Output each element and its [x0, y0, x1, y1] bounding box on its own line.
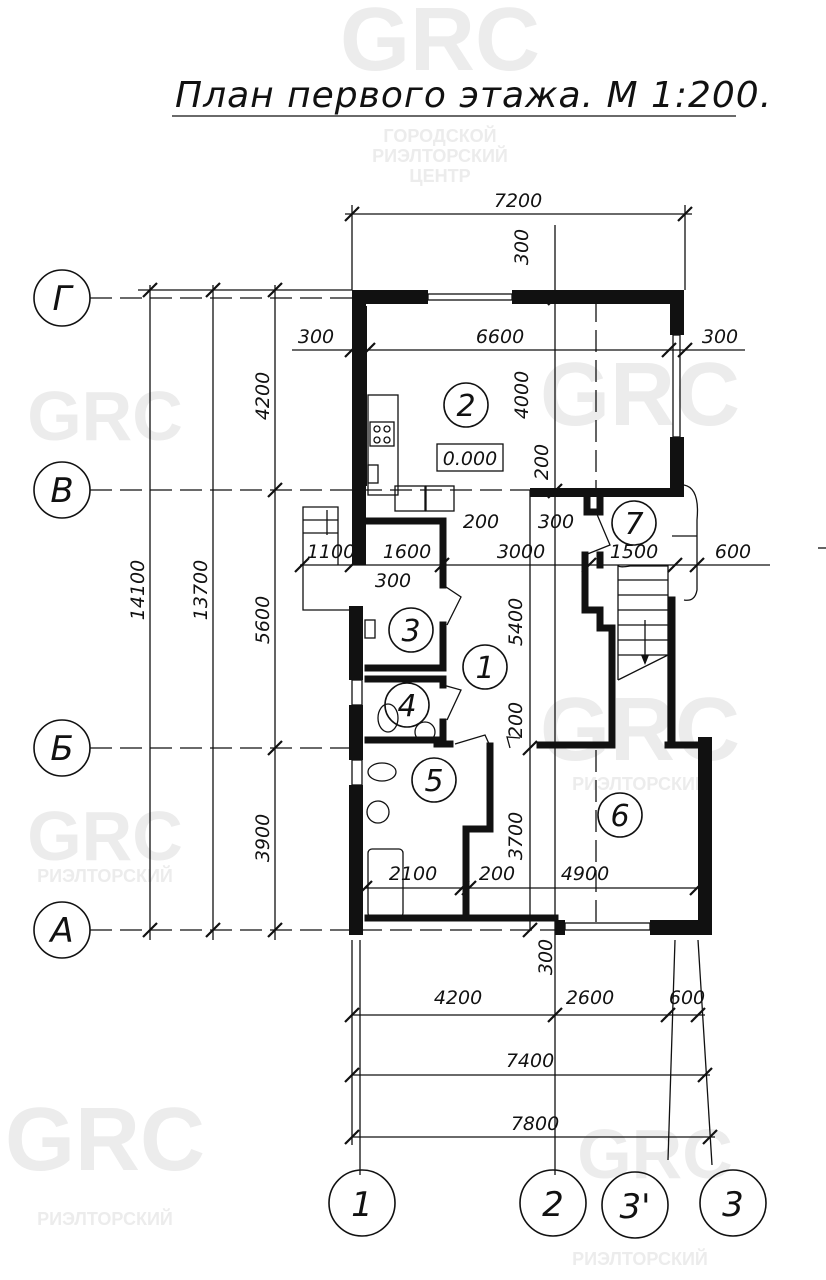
dim-label: 300 — [298, 326, 334, 348]
dim-label: 300 — [375, 570, 411, 592]
room-number: 2 — [456, 389, 475, 424]
axis-label: 3' — [620, 1187, 651, 1227]
dim-label: 5400 — [505, 598, 527, 646]
watermark-text: РИЭЛТОРСКИЙ — [572, 1248, 708, 1269]
plan-title: План первого этажа. М 1:200. — [175, 75, 772, 116]
dim-label: 7400 — [506, 1050, 554, 1072]
axis-label: Б — [50, 729, 73, 769]
dim-label: 4200 — [252, 372, 274, 420]
watermark-text: РИЭЛТОРСКИЙ — [372, 145, 508, 166]
dim-label: 3700 — [505, 812, 527, 860]
axis-label: 3 — [722, 1185, 744, 1225]
room-number: 5 — [424, 764, 443, 799]
toilet-icon — [377, 703, 399, 733]
bathtub-icon — [367, 848, 404, 918]
watermark-logo: GRC — [340, 0, 540, 90]
room-number: 4 — [397, 689, 416, 724]
door-swing — [454, 734, 491, 747]
dim-label: 3900 — [252, 814, 274, 862]
dim-label: 2100 — [389, 863, 437, 885]
dim-label: 7800 — [511, 1113, 559, 1135]
porch-stairs — [302, 506, 339, 565]
watermark-text: РИЭЛТОРСКИЙ — [37, 1208, 173, 1229]
walls — [349, 290, 712, 935]
boiler-icon — [364, 619, 376, 639]
dim-label: 4900 — [561, 863, 609, 885]
dimension-labels: 7200 300 300 6600 300 4000 200 1100 1600… — [127, 190, 751, 1135]
axis-bubbles: Г В Б А 1 2 3' 3 — [33, 269, 767, 1239]
kitchen-counter — [367, 394, 399, 496]
door-swing — [584, 511, 611, 556]
toilet-icon — [367, 762, 397, 782]
dim-label: 7200 — [494, 190, 542, 212]
entrance-porch — [683, 484, 699, 601]
level-mark: 0.000 — [443, 448, 497, 470]
washbasin-icon — [366, 800, 390, 824]
room-number: 3 — [401, 614, 420, 649]
fixtures — [302, 394, 699, 918]
dim-label: 600 — [715, 541, 751, 563]
dim-label: 4000 — [511, 371, 533, 419]
room-number: 1 — [475, 651, 494, 686]
washbasin-icon — [414, 721, 436, 743]
watermark-logo: GRC — [27, 797, 183, 875]
dim-label: 14100 — [127, 560, 149, 620]
dim-label: 600 — [669, 987, 705, 1009]
room-labels: 2 7 3 1 4 5 6 — [384, 382, 657, 838]
staircase — [617, 564, 669, 745]
dim-label: 2600 — [566, 987, 614, 1009]
fridge-icon — [367, 464, 379, 484]
watermark-logo: GRC — [27, 377, 183, 455]
dim-label: 5600 — [252, 596, 274, 644]
dim-label: 200 — [463, 511, 499, 533]
dim-label: 4200 — [434, 987, 482, 1009]
dim-label: 1100 — [307, 541, 355, 563]
axis-label: Г — [53, 279, 75, 319]
watermark-text: ЦЕНТР — [409, 166, 470, 186]
axis-lines — [90, 225, 713, 1175]
stove-icon — [369, 421, 395, 447]
dim-label: 6600 — [476, 326, 524, 348]
level-mark-box — [436, 443, 504, 472]
watermark-logo: GRC — [5, 1090, 205, 1190]
door-swing — [442, 584, 462, 626]
axis-label: В — [50, 471, 73, 511]
axis-label: 2 — [542, 1185, 564, 1225]
axis-label: А — [48, 911, 73, 951]
dim-label: 1600 — [383, 541, 431, 563]
room-number: 7 — [624, 507, 643, 542]
dim-label: 300 — [702, 326, 738, 348]
dim-label: 300 — [535, 939, 557, 975]
dim-label: 1500 — [610, 541, 658, 563]
door-swing — [442, 684, 462, 721]
watermark-logo: GRC — [577, 1115, 733, 1193]
dim-label: 300 — [511, 229, 533, 265]
dim-label: 200 — [505, 702, 527, 738]
watermarks: GRC ГОРОДСКОЙ РИЭЛТОРСКИЙ ЦЕНТР GRC GRC … — [5, 0, 740, 1269]
axis-label: 1 — [351, 1185, 373, 1225]
dim-label: 13700 — [190, 560, 212, 620]
watermark-text: РИЭЛТОРСКИЙ — [37, 865, 173, 886]
watermark-logo: GRC — [540, 345, 740, 445]
door-swing — [506, 736, 521, 749]
room-number: 6 — [610, 799, 629, 834]
dim-label: 300 — [538, 511, 574, 533]
dim-label: 200 — [479, 863, 515, 885]
dim-label: 3000 — [497, 541, 545, 563]
watermark-text: РИЭЛТОРСКИЙ — [572, 773, 708, 794]
sink-icon — [394, 485, 426, 512]
watermark-text: ГОРОДСКОЙ — [383, 125, 496, 146]
dim-label: 200 — [531, 444, 553, 480]
